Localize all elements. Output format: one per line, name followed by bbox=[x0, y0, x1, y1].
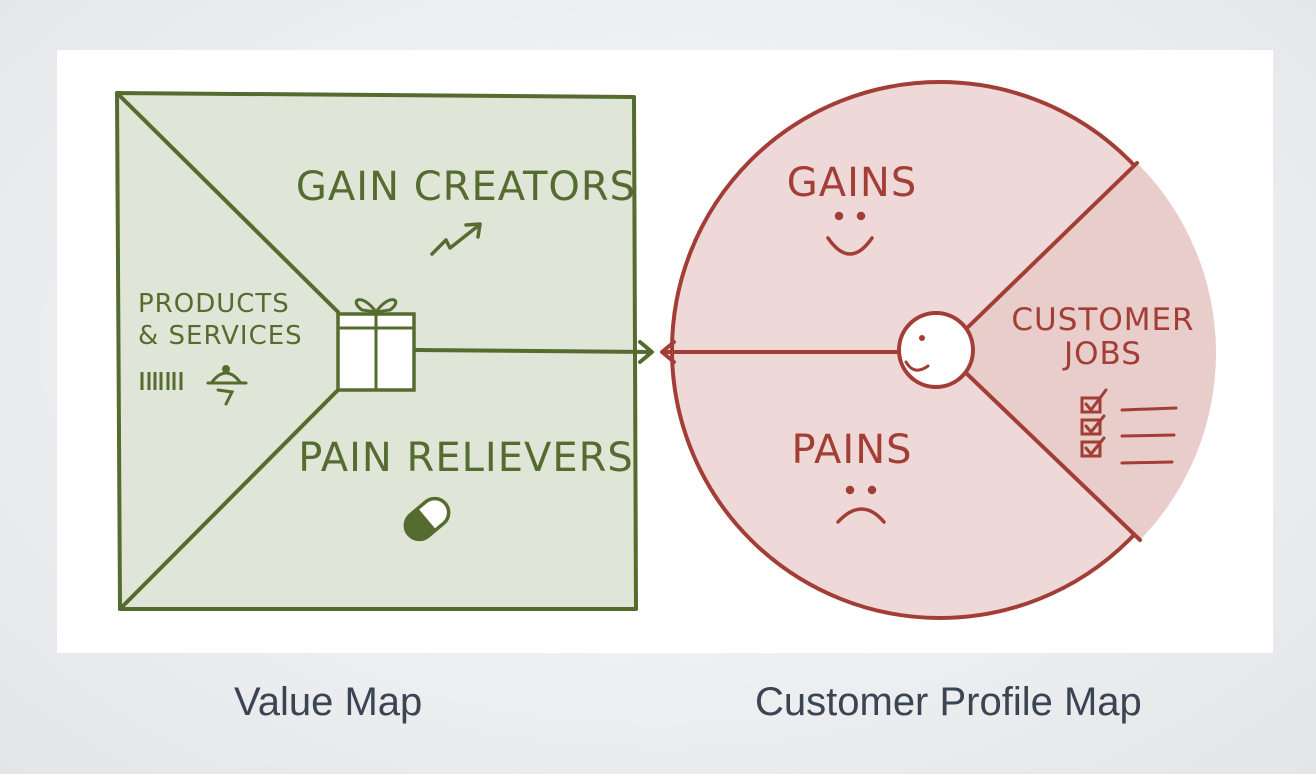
smile-icon bbox=[826, 211, 874, 256]
customer-jobs-label-line2: JOBS bbox=[1062, 336, 1142, 372]
customer-profile-caption: Customer Profile Map bbox=[755, 680, 1142, 724]
rising-arrow-icon bbox=[430, 222, 482, 256]
gain-creators-label: GAIN CREATORS bbox=[296, 164, 636, 210]
customer-profile: GAINS PAINS CUSTOMER JOBS bbox=[660, 80, 1217, 620]
cloche-icon bbox=[206, 365, 248, 406]
diagonal-bottom bbox=[118, 388, 340, 611]
pain-relievers-label: PAIN RELIEVERS bbox=[298, 435, 634, 481]
segment-line-top bbox=[963, 161, 1139, 332]
face-icon bbox=[897, 311, 975, 389]
diagonal-top bbox=[115, 91, 340, 314]
frown-icon bbox=[836, 485, 886, 524]
customer-arrowhead-icon bbox=[660, 340, 676, 364]
value-arrowhead-icon bbox=[638, 340, 654, 364]
jobs-segment bbox=[965, 163, 1217, 540]
checklist-icon bbox=[1080, 388, 1178, 465]
value-connector-line bbox=[412, 348, 652, 354]
value-map: GAIN CREATORS PRODUCTS & SERVICES PAIN R… bbox=[115, 91, 654, 611]
customer-jobs-label-line1: CUSTOMER bbox=[1011, 302, 1194, 338]
gift-icon bbox=[336, 298, 416, 392]
pains-label: PAINS bbox=[791, 427, 912, 473]
products-label-line2: & SERVICES bbox=[138, 321, 303, 351]
value-map-caption: Value Map bbox=[234, 680, 423, 724]
barcode-icon bbox=[140, 372, 183, 390]
pill-icon bbox=[403, 496, 451, 542]
products-label-line1: PRODUCTS bbox=[138, 289, 290, 319]
segment-line-bottom bbox=[963, 370, 1142, 542]
gains-label: GAINS bbox=[787, 160, 917, 206]
